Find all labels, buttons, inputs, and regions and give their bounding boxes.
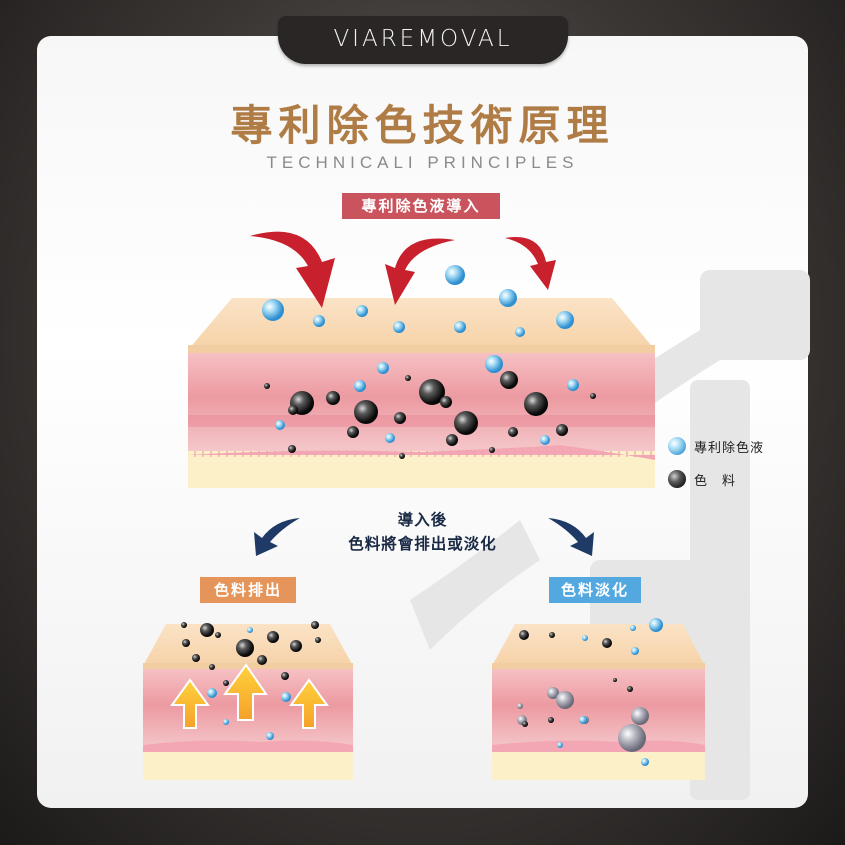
pigment-out-badge: 色料排出: [200, 577, 296, 603]
black-particle-icon: [264, 371, 596, 459]
skin-block-pigment-out: [143, 621, 353, 780]
caption-line-1: 導入後: [397, 511, 448, 529]
caption-line-2: 色料將會排出或淡化: [348, 535, 497, 553]
page-subtitle: TECHNICALI PRINCIPLES: [266, 153, 579, 172]
legend-fluid: 專利除色液: [668, 435, 764, 457]
black-particle-icon: [668, 470, 686, 488]
navy-curved-arrow-icon: [254, 518, 594, 556]
main-skin-block: [188, 298, 655, 488]
after-injection-caption: 導入後 色料將會排出或淡化: [300, 508, 545, 556]
pigment-fade-badge: 色料淡化: [549, 577, 641, 603]
blue-bubble-icon: [262, 265, 579, 445]
blue-bubble-icon: [668, 437, 686, 455]
legend-pigment-label: 色 料: [694, 473, 737, 489]
brand-tab: [278, 16, 568, 64]
fluid-injection-badge: 專利除色液導入: [342, 193, 500, 219]
legend-fluid-label: 專利除色液: [694, 440, 765, 456]
legend-pigment: 色 料: [668, 468, 736, 490]
brand-logo: VIAREMOVAL: [333, 26, 513, 52]
red-curved-arrow-icon: [250, 231, 556, 308]
skin-block-pigment-fade: [492, 618, 705, 780]
orange-up-arrow-icon: [170, 663, 329, 729]
page-title: 專利除色技術原理: [230, 101, 615, 150]
